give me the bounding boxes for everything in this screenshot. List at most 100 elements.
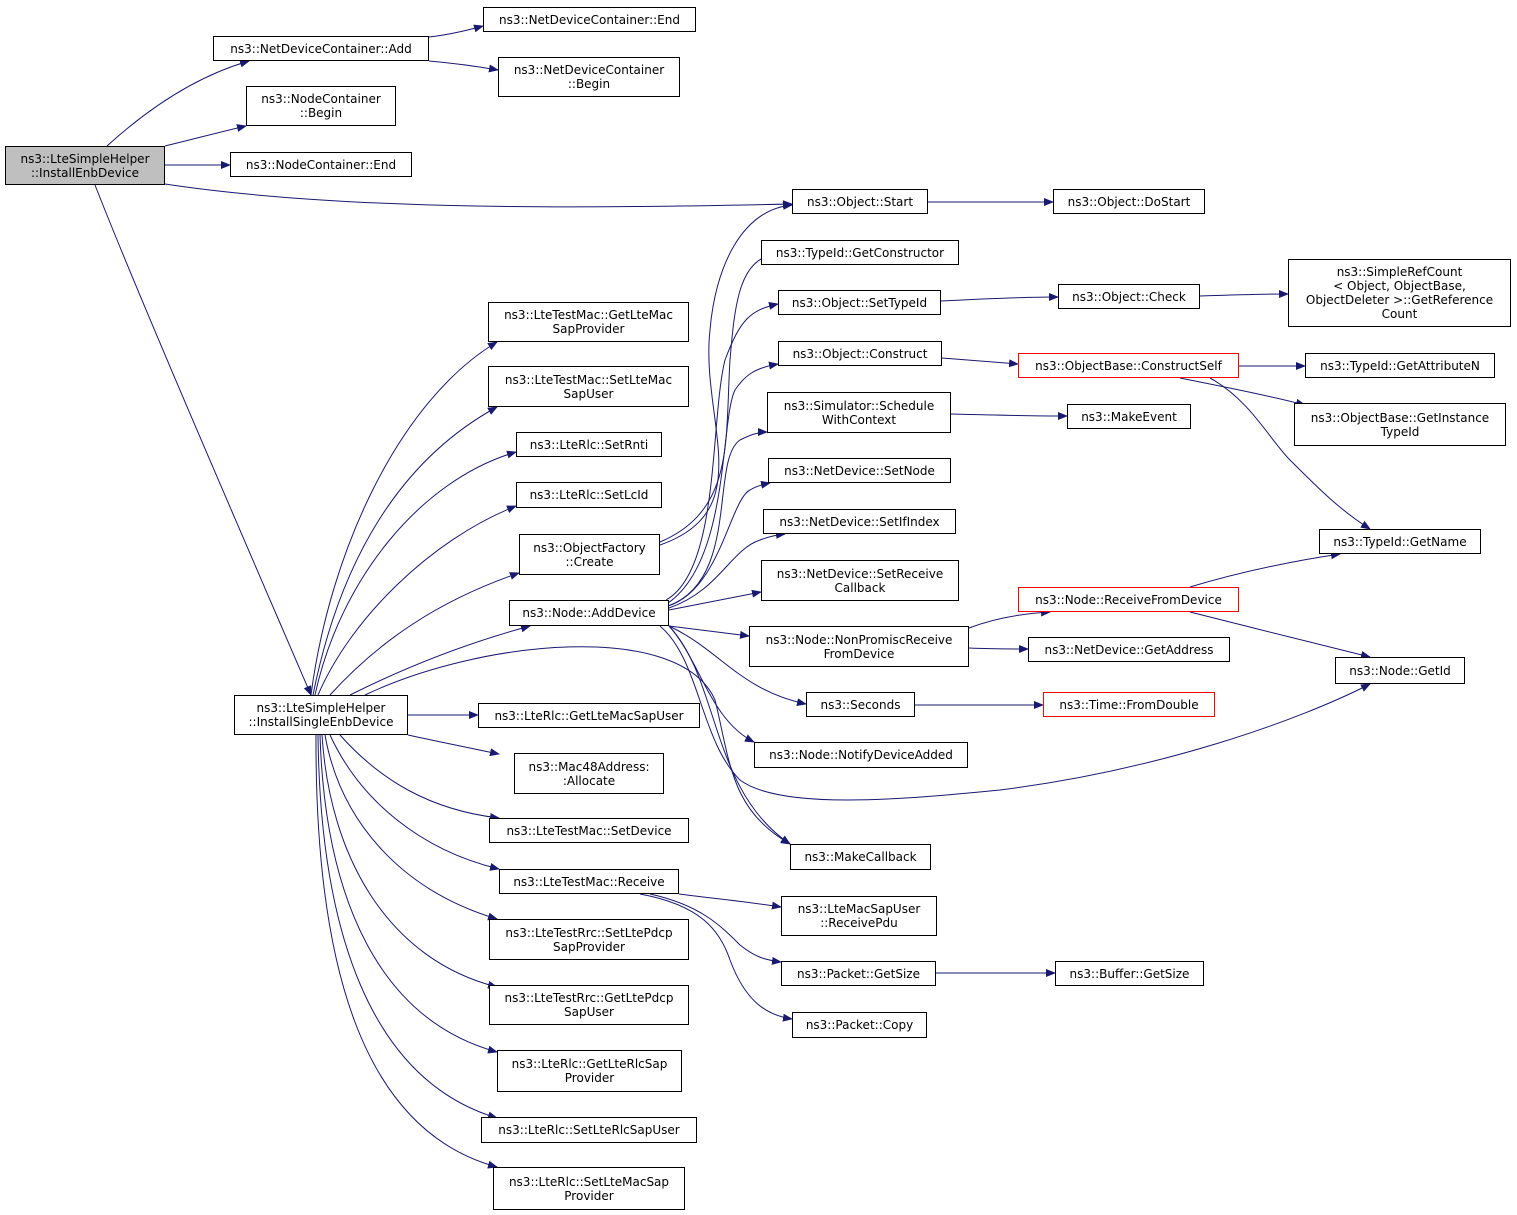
node-label: ns3::LteSimpleHelper ::InstallSingleEnbD… [248,701,394,729]
edge-adddevice-to-setnode [667,480,771,607]
node-object-check[interactable]: ns3::Object::Check [1058,284,1200,309]
node-lterlc-setlterlcsapuser[interactable]: ns3::LteRlc::SetLteRlcSapUser [481,1117,697,1143]
node-label: ns3::NodeContainer::End [245,157,397,172]
node-ltetestrrc-getltepdcpsapuser[interactable]: ns3::LteTestRrc::GetLtePdcp SapUser [489,985,689,1025]
node-ltetestmac-setltemacsapuser[interactable]: ns3::LteTestMac::SetLteMac SapUser [488,366,689,407]
node-lterlc-getlterlcsapprovider[interactable]: ns3::LteRlc::GetLteRlcSap Provider [497,1050,682,1092]
node-label: ns3::LteTestRrc::GetLtePdcp SapUser [504,991,674,1019]
edge-constructself-to-getinstancetypeid [1179,377,1306,407]
node-time-fromdouble[interactable]: ns3::Time::FromDouble [1043,692,1215,717]
node-node-adddevice[interactable]: ns3::Node::AddDevice [509,600,669,626]
node-label: ns3::Object::Start [806,194,914,209]
node-label: ns3::Node::NotifyDeviceAdded [769,748,953,762]
node-ltetestrrc-setltepdcpsapprovider[interactable]: ns3::LteTestRrc::SetLtePdcp SapProvider [489,919,689,960]
edge-install-single-to-setlcid [317,505,517,696]
node-seconds[interactable]: ns3::Seconds [806,692,915,717]
node-ltetestmac-receive[interactable]: ns3::LteTestMac::Receive [499,869,679,894]
node-typeid-getname[interactable]: ns3::TypeId::GetName [1319,529,1481,554]
node-lterlc-getltemacsapuser[interactable]: ns3::LteRlc::GetLteMacSapUser [478,703,700,728]
node-objectbase-getinstancetypeid[interactable]: ns3::ObjectBase::GetInstance TypeId [1294,403,1506,446]
edge-add-to-netdevcont-end [428,24,484,38]
node-simulator-schedulewithcontext[interactable]: ns3::Simulator::Schedule WithContext [767,392,951,433]
node-node-receivefromdevice[interactable]: ns3::Node::ReceiveFromDevice [1018,587,1239,612]
node-ltetestmac-getltemacsapprovider[interactable]: ns3::LteTestMac::GetLteMac SapProvider [488,302,689,342]
node-node-notifydeviceadded[interactable]: ns3::Node::NotifyDeviceAdded [754,742,968,768]
node-netdevice-setreceivecallback[interactable]: ns3::NetDevice::SetReceive Callback [761,560,959,601]
node-lterlc-setrnti[interactable]: ns3::LteRlc::SetRnti [516,432,662,457]
node-label: ns3::NetDevice::GetAddress [1044,642,1214,657]
node-object-dostart[interactable]: ns3::Object::DoStart [1053,189,1205,214]
edge-nonpromisc-to-receivefromdevice [968,608,1051,629]
node-label: ns3::TypeId::GetName [1333,534,1467,549]
node-label: ns3::ObjectFactory ::Create [533,540,646,569]
node-netdevice-getaddress[interactable]: ns3::NetDevice::GetAddress [1028,637,1230,662]
node-install-single-enb-device[interactable]: ns3::LteSimpleHelper ::InstallSingleEnbD… [234,695,408,735]
node-netdevice-container-begin[interactable]: ns3::NetDeviceContainer ::Begin [498,57,680,97]
node-makeevent[interactable]: ns3::MakeEvent [1067,404,1191,429]
node-makecallback[interactable]: ns3::MakeCallback [790,844,931,870]
node-typeid-getconstructor[interactable]: ns3::TypeId::GetConstructor [761,240,959,265]
node-packet-getsize[interactable]: ns3::Packet::GetSize [781,961,936,986]
node-label: ns3::Object::Construct [792,346,928,361]
node-netdevice-container-add[interactable]: ns3::NetDeviceContainer::Add [213,36,429,61]
node-label: ns3::NodeContainer ::Begin [261,92,381,120]
node-label: ns3::Object::SetTypeId [791,295,928,310]
node-label: ns3::Time::FromDouble [1059,697,1199,712]
node-label: ns3::NetDeviceContainer::Add [230,41,412,56]
edge-install-single-to-objectfactory-create [329,572,520,696]
node-label: ns3::MakeCallback [804,850,917,864]
node-install-enb-device[interactable]: ns3::LteSimpleHelper ::InstallEnbDevice [5,146,165,185]
node-node-nonpromiscreceivefromdevice[interactable]: ns3::Node::NonPromiscReceive FromDevice [749,626,969,667]
node-node-container-begin[interactable]: ns3::NodeContainer ::Begin [246,86,396,126]
edge-settypeid-to-check [940,293,1059,302]
edge-install-single-to-allocate [407,734,500,757]
node-label: ns3::NetDevice::SetNode [784,463,935,478]
node-node-getid[interactable]: ns3::Node::GetId [1335,657,1465,684]
edge-install-to-add [106,59,250,147]
edge-nonpromisc-to-getaddress [968,644,1029,653]
edge-receivefromdevice-to-getid [1189,611,1371,659]
edge-adddevice-to-setreceivecallback [668,589,762,611]
node-buffer-getsize[interactable]: ns3::Buffer::GetSize [1055,961,1204,986]
node-node-container-end[interactable]: ns3::NodeContainer::End [230,152,412,177]
edge-add-to-netdevcont-begin [428,60,499,73]
node-netdevice-setifindex[interactable]: ns3::NetDevice::SetIfIndex [763,509,956,534]
node-label: ns3::NetDevice::SetReceive Callback [776,566,944,595]
node-packet-copy[interactable]: ns3::Packet::Copy [792,1012,927,1038]
edge-install-single-to-makecallback [364,646,791,845]
node-label: ns3::LteRlc::SetLteRlcSapUser [498,1123,680,1137]
node-objectbase-constructself[interactable]: ns3::ObjectBase::ConstructSelf [1018,353,1239,378]
node-object-start[interactable]: ns3::Object::Start [792,189,928,214]
node-objectfactory-create[interactable]: ns3::ObjectFactory ::Create [519,534,660,575]
node-typeid-getattributen[interactable]: ns3::TypeId::GetAttributeN [1305,353,1495,378]
edge-install-to-install-single [94,184,312,696]
node-label: ns3::ObjectBase::GetInstance TypeId [1310,410,1490,439]
node-label: ns3::Packet::Copy [805,1018,914,1032]
node-object-settypeid[interactable]: ns3::Object::SetTypeId [778,290,941,315]
edge-adddevice-to-seconds [668,625,807,707]
node-netdevice-setnode[interactable]: ns3::NetDevice::SetNode [768,458,951,483]
edge-adddevice-to-schedule [667,428,768,607]
node-ltemacsapuser-receivepdu[interactable]: ns3::LteMacSapUser ::ReceivePdu [781,896,937,936]
node-label: ns3::Packet::GetSize [797,966,920,981]
node-label: ns3::NetDeviceContainer ::Begin [513,63,665,91]
node-netdevice-container-end[interactable]: ns3::NetDeviceContainer::End [483,7,696,32]
node-lterlc-setltemacsapprovider[interactable]: ns3::LteRlc::SetLteMacSap Provider [493,1167,685,1210]
node-label: ns3::Seconds [820,697,901,712]
node-label: ns3::Node::AddDevice [522,606,656,620]
node-label: ns3::Object::DoStart [1067,194,1191,209]
node-label: ns3::NetDevice::SetIfIndex [779,514,940,529]
node-mac48address-allocate[interactable]: ns3::Mac48Address: :Allocate [514,753,664,794]
node-label: ns3::Mac48Address: :Allocate [528,759,650,788]
node-simplerefcount-getreferencecount[interactable]: ns3::SimpleRefCount < Object, ObjectBase… [1288,259,1511,327]
edge-install-single-to-setlterlcsapuser [317,734,498,1120]
edge-check-to-simplerefcount [1199,290,1289,299]
node-lterlc-setlcid[interactable]: ns3::LteRlc::SetLcId [516,482,662,508]
node-label: ns3::LteTestMac::Receive [513,874,665,889]
node-label: ns3::TypeId::GetAttributeN [1320,358,1480,373]
node-label: ns3::Node::NonPromiscReceive FromDevice [765,632,953,661]
node-ltetestmac-setdevice[interactable]: ns3::LteTestMac::SetDevice [489,818,689,843]
node-object-construct[interactable]: ns3::Object::Construct [778,341,942,366]
